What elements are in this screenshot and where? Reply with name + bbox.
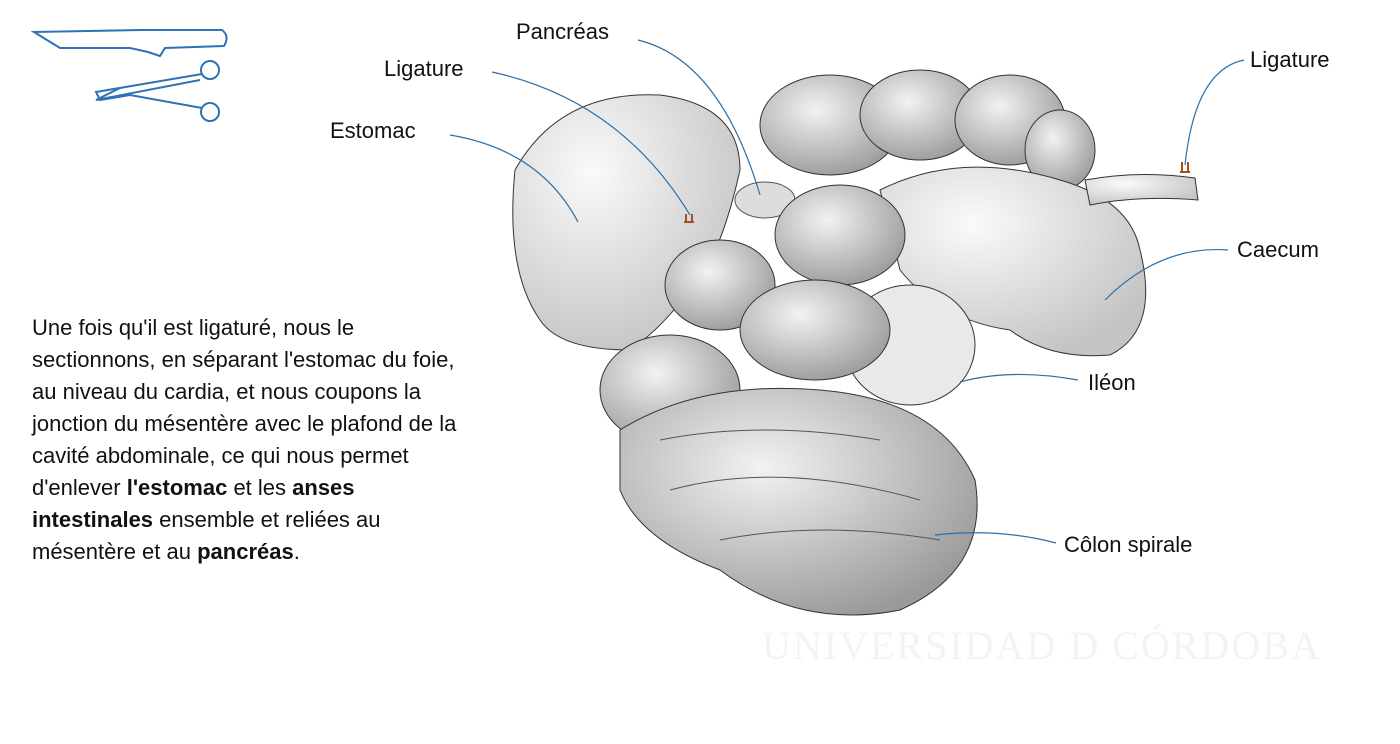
- desc-bold-pancreas: pancréas: [197, 539, 294, 564]
- leader-lines: [449, 39, 1245, 544]
- desc-part: ensemble et reliées au mésentère et au: [32, 507, 381, 564]
- desc-part: Une fois qu'il est ligaturé, nous le sec…: [32, 315, 457, 500]
- small-intestine: [759, 69, 1096, 191]
- desc-bold-anses: anses intestinales: [32, 475, 355, 532]
- desc-part: .: [293, 539, 300, 564]
- ligature-icon: [684, 162, 1190, 223]
- label-ileon: Iléon: [1088, 370, 1136, 395]
- spiral-colon: [619, 387, 978, 616]
- desc-bold-estomac: l'estomac: [126, 475, 228, 500]
- label-caecum: Caecum: [1237, 237, 1319, 262]
- label-colon-spirale: Côlon spirale: [1064, 532, 1193, 557]
- description-text: Une fois qu'il est ligaturé, nous le sec…: [32, 312, 462, 568]
- knife-icon: [30, 29, 228, 58]
- label-ligature-left: Ligature: [384, 56, 464, 81]
- desc-part: et les: [227, 475, 293, 500]
- watermark: UNIVERSIDAD D CÓRDOBA: [762, 623, 1322, 668]
- label-ligature-right: Ligature: [1250, 47, 1330, 72]
- scissors-icon: [94, 60, 220, 122]
- label-pancreas: Pancréas: [516, 19, 609, 44]
- label-estomac: Estomac: [330, 118, 416, 143]
